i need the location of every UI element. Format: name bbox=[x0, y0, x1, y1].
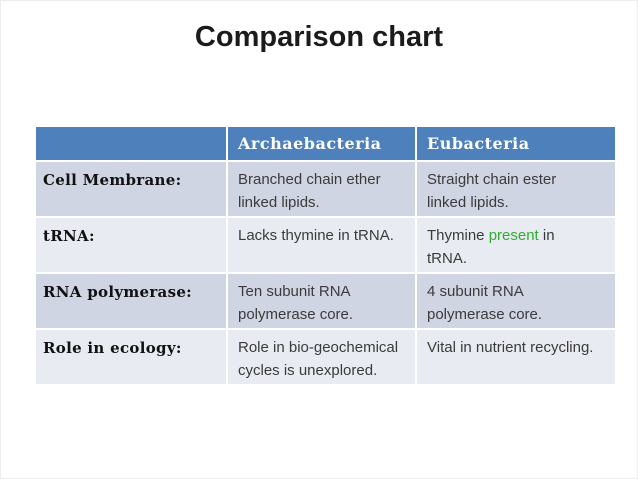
archaebacteria-cell: Ten subunit RNA polymerase core. bbox=[228, 274, 415, 328]
eubacteria-cell: Thymine present in tRNA. bbox=[417, 218, 615, 272]
row-label: Role in ecology: bbox=[36, 330, 226, 384]
comparison-table: Archaebacteria Eubacteria Cell Membrane:… bbox=[34, 125, 617, 386]
table-row-cell-membrane: Cell Membrane: Branched chain ether link… bbox=[36, 162, 615, 216]
archaebacteria-cell: Branched chain ether linked lipids. bbox=[228, 162, 415, 216]
header-eubacteria: Eubacteria bbox=[417, 127, 615, 160]
header-archaebacteria: Archaebacteria bbox=[228, 127, 415, 160]
table-header-row: Archaebacteria Eubacteria bbox=[36, 127, 615, 160]
table-row-trna: tRNA: Lacks thymine in tRNA. Thymine pre… bbox=[36, 218, 615, 272]
eubacteria-cell: Straight chain ester linked lipids. bbox=[417, 162, 615, 216]
highlight-present: present bbox=[488, 227, 539, 244]
header-blank-cell bbox=[36, 127, 226, 160]
archaebacteria-cell: Role in bio-geochemical cycles is unexpl… bbox=[228, 330, 415, 384]
row-label: Cell Membrane: bbox=[36, 162, 226, 216]
table-row-role-in-ecology: Role in ecology: Role in bio-geochemical… bbox=[36, 330, 615, 384]
eubacteria-cell: 4 subunit RNA polymerase core. bbox=[417, 274, 615, 328]
text-fragment: in tRNA. bbox=[427, 227, 555, 267]
archaebacteria-cell: Lacks thymine in tRNA. bbox=[228, 218, 415, 272]
row-label: tRNA: bbox=[36, 218, 226, 272]
text-fragment: Thymine bbox=[427, 227, 489, 244]
table-row-rna-polymerase: RNA polymerase: Ten subunit RNA polymera… bbox=[36, 274, 615, 328]
eubacteria-cell: Vital in nutrient recycling. bbox=[417, 330, 615, 384]
row-label: RNA polymerase: bbox=[36, 274, 226, 328]
page-title: Comparison chart bbox=[194, 21, 444, 53]
